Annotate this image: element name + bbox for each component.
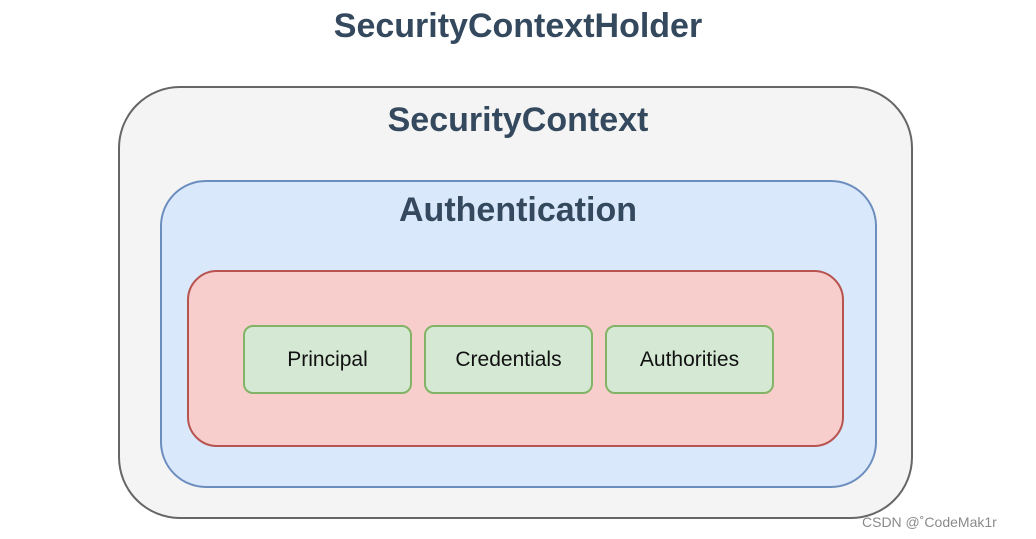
security-context-holder-title: SecurityContextHolder — [333, 7, 703, 45]
security-context-title: SecurityContext — [387, 101, 649, 139]
principal-node: Principal — [243, 325, 412, 394]
credentials-node: Credentials — [424, 325, 593, 394]
watermark: CSDN @˚CodeMak1r — [862, 514, 997, 530]
authentication-title: Authentication — [399, 191, 637, 229]
authorities-node: Authorities — [605, 325, 774, 394]
